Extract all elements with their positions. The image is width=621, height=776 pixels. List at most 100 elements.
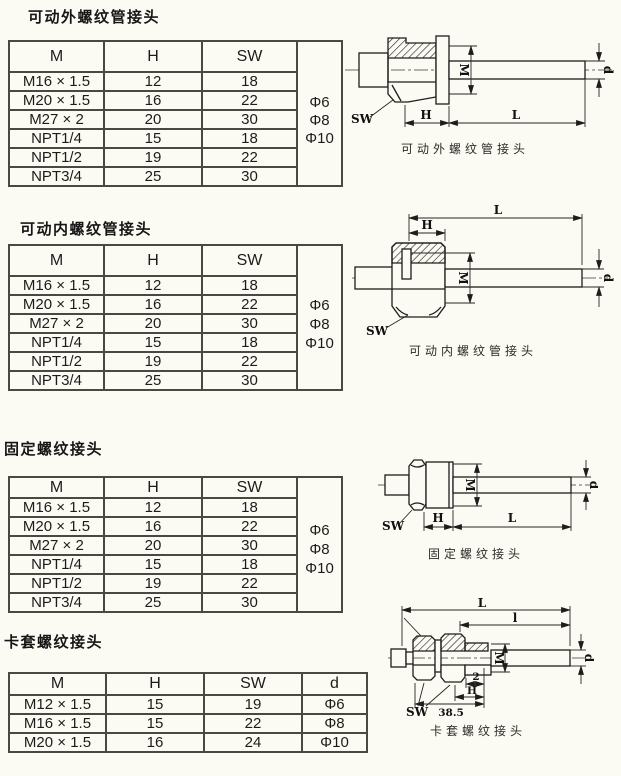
cell: M16 × 1.5 (8, 275, 105, 296)
column-header: SW (203, 672, 303, 696)
cell: NPT1/2 (8, 573, 105, 594)
cell: M27 × 2 (8, 109, 105, 130)
cell: 19 (103, 573, 203, 594)
cell: M12 × 1.5 (8, 694, 107, 715)
column-header: M (8, 672, 107, 696)
chamfer-curve (395, 306, 409, 316)
cell: 20 (103, 535, 203, 556)
section-title-ferrule-thread: 卡套螺纹接头 (4, 634, 104, 651)
dim-label-sw: SW (406, 705, 429, 719)
nut2-lower (440, 664, 466, 683)
diameter-value: Φ10 (305, 130, 334, 147)
column-header: d (301, 672, 368, 696)
cell: 16 (103, 294, 203, 315)
cell: 22 (201, 147, 298, 168)
leader-line (385, 314, 409, 329)
leader-line (417, 682, 425, 707)
cell: Φ8 (301, 713, 368, 734)
dim-label-d: d (587, 481, 598, 490)
cell: 16 (103, 516, 203, 537)
chamfer-line (391, 84, 402, 102)
cell: NPT3/4 (8, 370, 105, 391)
section-title-fixed-thread: 固定螺纹接头 (4, 441, 104, 458)
neck (405, 651, 414, 665)
dim-label-h: H (421, 218, 432, 232)
cell: M20 × 1.5 (8, 516, 105, 537)
leader-line (369, 99, 394, 118)
cell: NPT1/4 (8, 554, 105, 575)
column-header: SW (201, 40, 298, 73)
cell: 12 (103, 275, 203, 296)
cell: 22 (201, 294, 298, 315)
chamfer-curve (428, 306, 442, 316)
diameter-column: Φ6 Φ8 Φ10 (298, 476, 343, 613)
cell: 15 (103, 128, 203, 149)
dim-label-m: M (457, 63, 471, 76)
cell: 18 (201, 332, 298, 353)
cell: 22 (203, 713, 303, 734)
drawing-caption: 可动外螺纹管接头 (400, 142, 529, 156)
cell: 22 (201, 351, 298, 372)
cell: 30 (201, 109, 298, 130)
drawing-movable-internal: L H M d SW (352, 203, 614, 338)
column-header: H (103, 40, 203, 73)
nut1-lower (412, 664, 436, 681)
leader-line (403, 617, 422, 637)
inner-pin (401, 248, 412, 280)
dim-label-m: M (492, 651, 506, 664)
cell: 25 (103, 592, 203, 613)
pipe (390, 648, 407, 668)
cell: M16 × 1.5 (8, 71, 105, 92)
cell: Φ10 (301, 732, 368, 753)
section-title-movable-internal: 可动内螺纹管接头 (20, 221, 153, 238)
cell: 25 (103, 166, 203, 187)
column-header: SW (201, 476, 298, 499)
dim-label-l: L (512, 108, 521, 122)
column-header: H (103, 244, 203, 277)
cell: 19 (103, 351, 203, 372)
dim-label-h: H (467, 685, 477, 697)
lock-collar (464, 664, 492, 676)
probe (448, 60, 586, 80)
drawing-caption: 可动内螺纹管接头 (408, 344, 537, 358)
cell: 22 (201, 516, 298, 537)
drawing-fixed-thread: M d H L SW (378, 459, 598, 533)
diameter-value: Φ8 (309, 316, 330, 333)
cell: M20 × 1.5 (8, 90, 105, 111)
column-header: M (8, 40, 105, 73)
probe (452, 476, 572, 494)
leader-line (398, 509, 413, 525)
collar (435, 35, 450, 105)
dim-label-h: H (420, 108, 431, 122)
cell: 15 (103, 332, 203, 353)
cell: 15 (103, 554, 203, 575)
column-header: M (8, 476, 105, 499)
cell: M20 × 1.5 (8, 732, 107, 753)
chamfer-curve (410, 502, 425, 506)
cell: 18 (201, 275, 298, 296)
dim-label-d: d (582, 654, 594, 663)
dim-label-l: L (508, 511, 517, 525)
cell: Φ6 (301, 694, 368, 715)
chamfer-curve (410, 464, 425, 468)
cell: 12 (103, 497, 203, 518)
diameter-value: Φ6 (309, 94, 330, 111)
cell: M27 × 2 (8, 313, 105, 334)
cell: 22 (201, 573, 298, 594)
cell: 22 (201, 90, 298, 111)
drawing-movable-external: M d H L SW (345, 35, 615, 127)
